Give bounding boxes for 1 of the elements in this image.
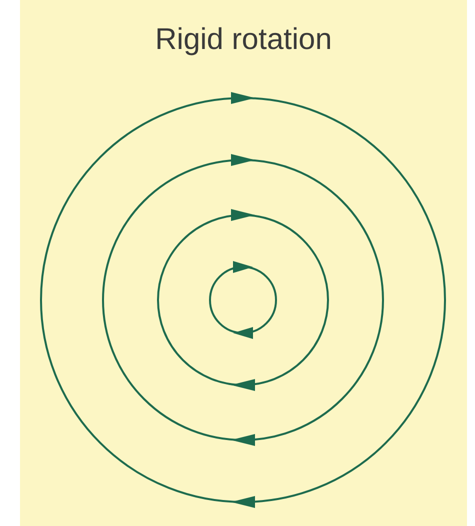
title: Rigid rotation — [154, 22, 333, 58]
